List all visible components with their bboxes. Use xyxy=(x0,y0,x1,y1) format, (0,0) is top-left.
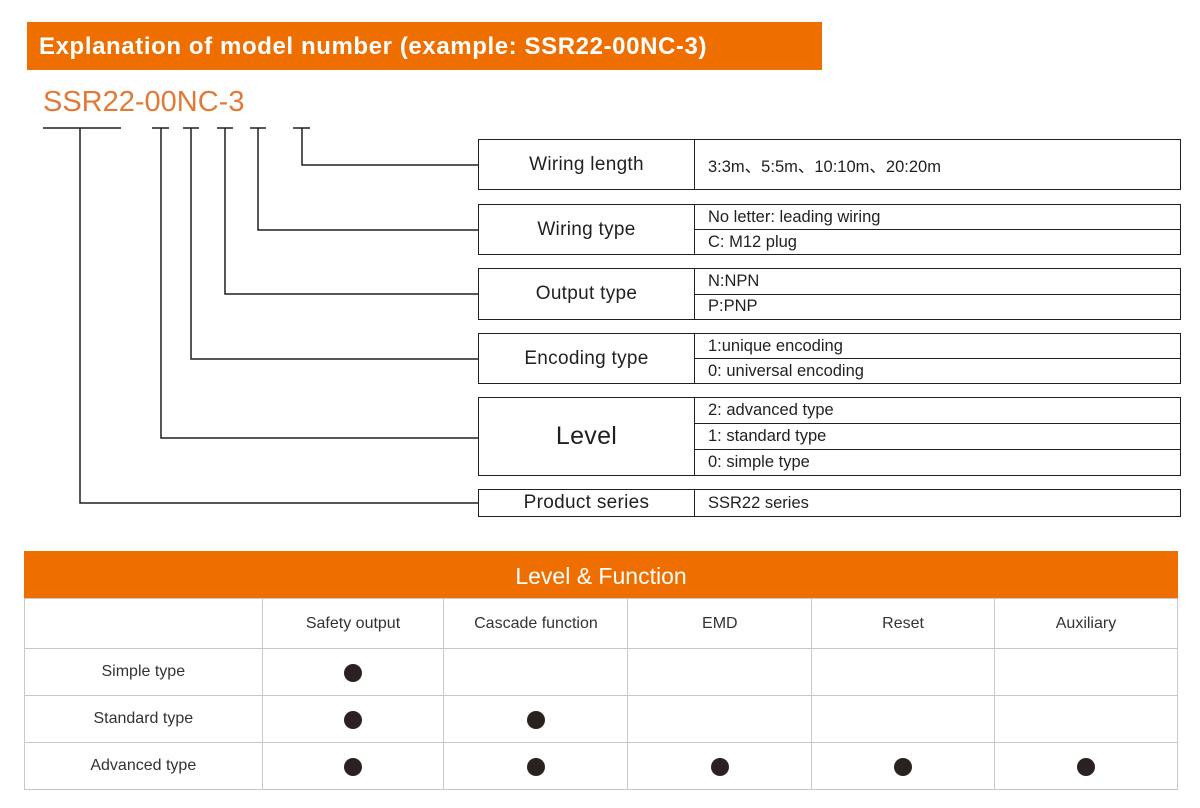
field-label: Level xyxy=(479,398,695,475)
filled-dot-icon xyxy=(344,757,363,776)
field-value: P:PNP xyxy=(695,293,1180,320)
field-value: 0: simple type xyxy=(695,449,1180,475)
table-cell xyxy=(811,695,995,743)
column-header: Auxiliary xyxy=(993,598,1179,649)
table-cell xyxy=(811,648,995,696)
field-output-type: Output type N:NPN P:PNP xyxy=(478,268,1181,320)
table-cell xyxy=(261,695,445,743)
row-label: Simple type xyxy=(24,648,263,696)
filled-dot-icon xyxy=(344,710,363,729)
table-cell xyxy=(443,695,629,743)
filled-dot-icon xyxy=(526,757,545,776)
field-label: Wiring type xyxy=(479,205,695,254)
table-cell xyxy=(627,648,813,696)
filled-dot-icon xyxy=(526,710,545,729)
filled-dot-icon xyxy=(1076,757,1095,776)
table-row: Advanced type xyxy=(24,742,1179,790)
table-cell xyxy=(443,648,629,696)
field-wiring-type: Wiring type No letter: leading wiring C: M… xyxy=(478,204,1181,255)
row-label: Standard type xyxy=(24,695,263,743)
field-value: No letter: leading wiring xyxy=(708,207,881,226)
column-header: Reset xyxy=(811,598,995,649)
field-wiring-length: Wiring length 3:3m、5:5m、10:10m、20:20m xyxy=(478,139,1181,190)
field-label: Encoding type xyxy=(479,334,695,383)
row-label: Advanced type xyxy=(24,742,263,790)
field-value: 0: universal encoding xyxy=(695,358,1180,383)
column-header: Safety output xyxy=(261,598,445,649)
table-cell xyxy=(993,695,1179,743)
field-value: 3:3m、5:5m、10:10m、20:20m xyxy=(708,157,941,176)
filled-dot-icon xyxy=(710,757,729,776)
field-value: N:NPN xyxy=(708,271,760,290)
field-label: Product series xyxy=(479,490,695,516)
table-row: Simple type xyxy=(24,648,1179,696)
column-header: EMD xyxy=(627,598,813,649)
table-cell xyxy=(993,648,1179,696)
table-cell xyxy=(261,648,445,696)
field-value: 2: advanced type xyxy=(708,401,834,419)
filled-dot-icon xyxy=(894,757,913,776)
column-header xyxy=(24,598,263,649)
table-title: Level & Function xyxy=(24,551,1178,598)
table-cell xyxy=(443,742,629,790)
table-cell xyxy=(261,742,445,790)
field-product-series: Product series SSR22 series xyxy=(478,489,1181,517)
field-label: Wiring length xyxy=(479,140,695,189)
table-cell xyxy=(993,742,1179,790)
table-row: Standard type xyxy=(24,695,1179,743)
table-cell xyxy=(627,742,813,790)
field-encoding-type: Encoding type 1:unique encoding 0: univers… xyxy=(478,333,1181,384)
field-value: SSR22 series xyxy=(708,493,809,512)
column-header: Cascade function xyxy=(443,598,629,649)
field-value: 1: standard type xyxy=(695,423,1180,449)
field-value: 1:unique encoding xyxy=(708,336,843,355)
table-cell xyxy=(811,742,995,790)
field-value: C: M12 plug xyxy=(695,229,1180,254)
model-number: SSR22-00NC-3 xyxy=(43,86,245,118)
filled-dot-icon xyxy=(344,663,363,682)
section-title: Explanation of model number (example: SS… xyxy=(27,22,822,70)
table-cell xyxy=(627,695,813,743)
field-label: Output type xyxy=(479,269,695,319)
